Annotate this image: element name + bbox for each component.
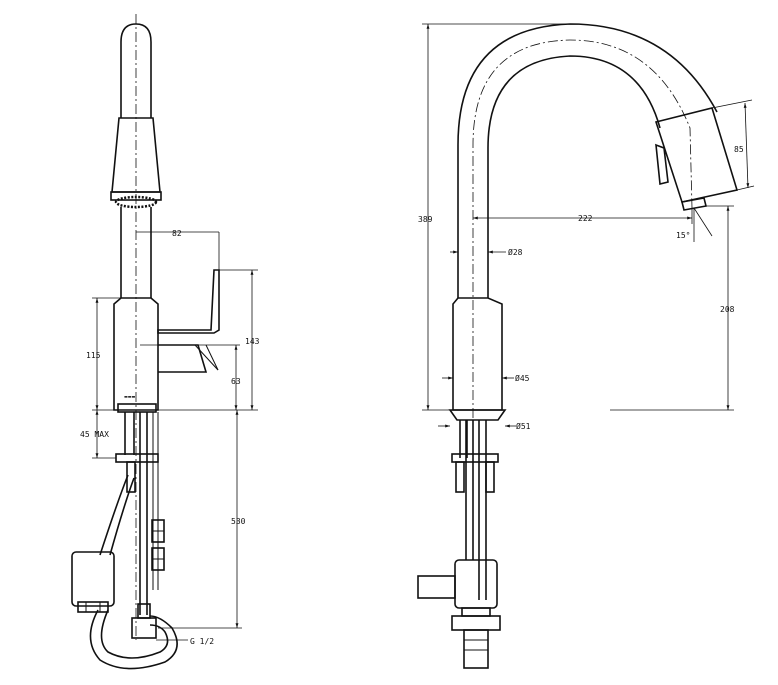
side-spray-head [654, 107, 739, 203]
side-view: 389 222 85 208 15° Ø28 Ø45 Ø51 [417, 23, 755, 669]
brand-mark: ▬▬▬ [124, 394, 136, 399]
dim-45-max: 45 MAX [80, 430, 109, 439]
dim-82: 82 [172, 229, 182, 238]
dim-dia-45: Ø45 [515, 373, 530, 383]
spray-button [655, 143, 669, 186]
front-view: ▬▬▬ 82 [71, 14, 260, 670]
dim-389: 389 [418, 215, 433, 224]
dim-115: 115 [86, 351, 101, 360]
dim-15-deg: 15° [676, 231, 690, 240]
dim-530: 530 [231, 517, 246, 526]
side-valve-block [454, 559, 498, 609]
dim-g-half: G 1/2 [190, 637, 214, 646]
side-outlet [417, 575, 456, 599]
side-mounting-nut [451, 453, 499, 463]
hose [99, 474, 129, 556]
dim-208: 208 [720, 305, 735, 314]
side-inlet [463, 629, 489, 669]
gooseneck-inner [487, 55, 661, 298]
dim-85: 85 [734, 145, 744, 154]
dim-222: 222 [578, 214, 593, 223]
side-connector [451, 615, 501, 631]
side-body [452, 297, 503, 411]
hose-weight [71, 551, 115, 607]
mounting-nut [115, 453, 159, 463]
dim-143: 143 [245, 337, 260, 346]
lever-handle [157, 269, 220, 334]
dim-63: 63 [231, 377, 241, 386]
dim-dia-51: Ø51 [516, 421, 531, 431]
gooseneck-outer [457, 23, 718, 298]
dim-dia-28: Ø28 [508, 247, 523, 257]
